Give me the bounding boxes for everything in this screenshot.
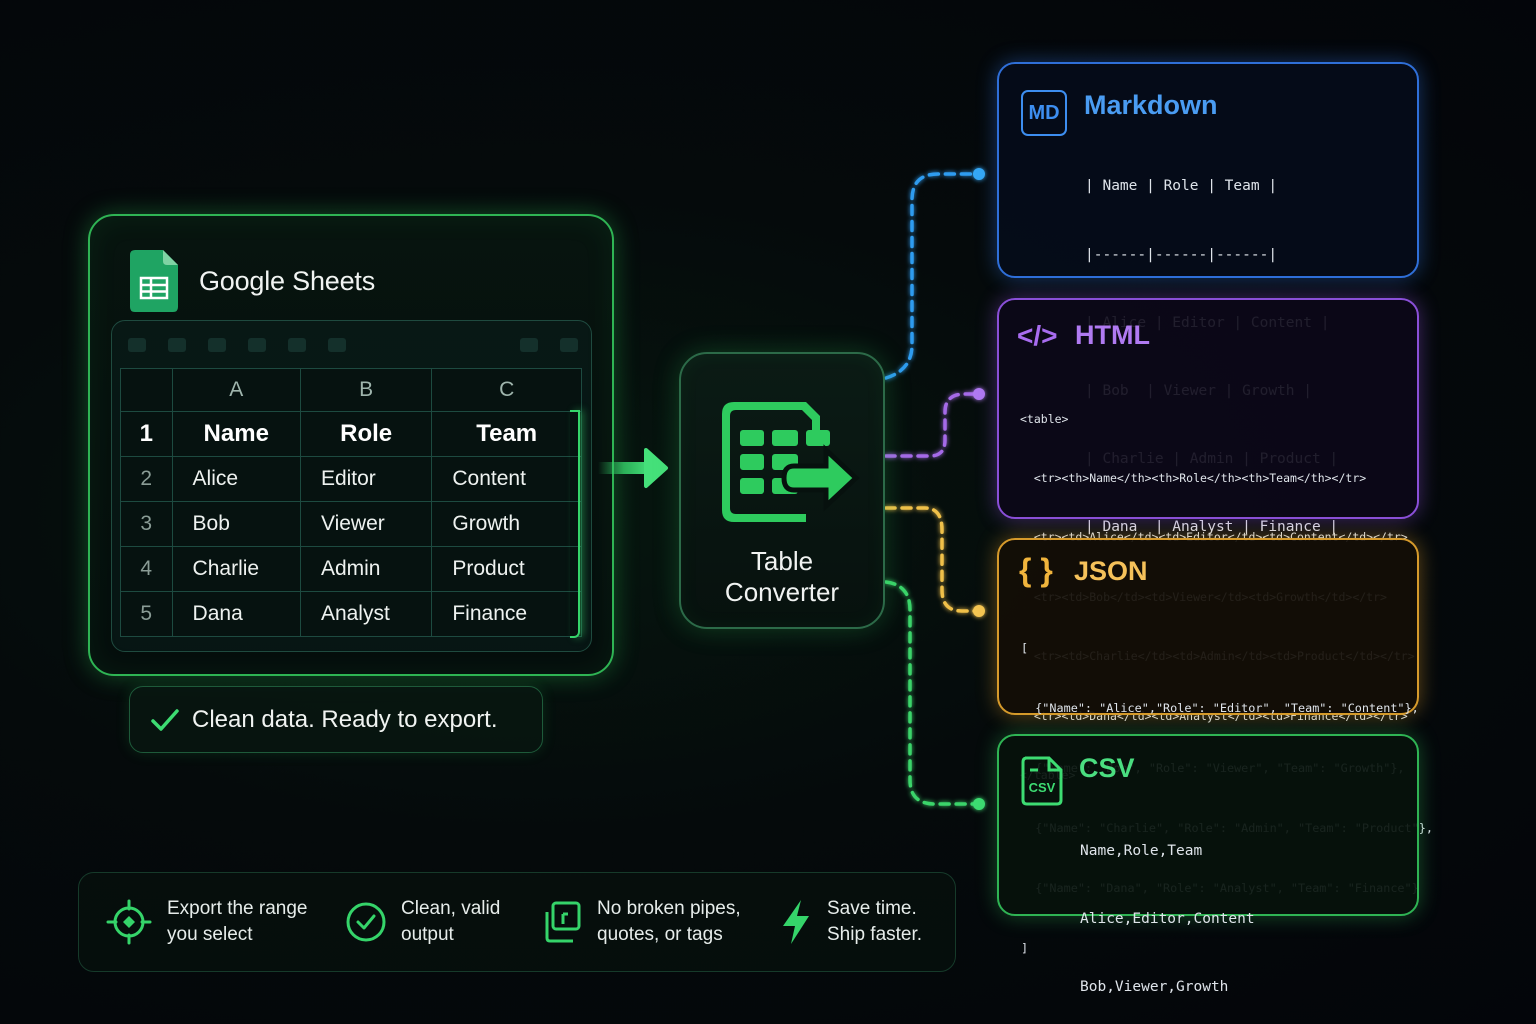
cell[interactable]: Product (431, 546, 582, 592)
connector-markdown (884, 172, 980, 380)
table-export-icon (722, 402, 860, 522)
connector-json (884, 506, 980, 613)
arrow-right-icon (598, 448, 668, 488)
cell[interactable]: Growth (431, 501, 582, 547)
lightning-icon (783, 900, 809, 944)
cell[interactable]: Dana (171, 591, 301, 637)
json-title: JSON (1074, 556, 1148, 586)
check-circle-icon (346, 902, 386, 942)
minus-icon[interactable] (560, 338, 578, 352)
html-title: HTML (1075, 320, 1150, 350)
cell[interactable]: Name (171, 411, 301, 457)
connector-csv (884, 580, 980, 806)
column-header[interactable]: B (299, 368, 433, 412)
copy-icon[interactable] (248, 338, 266, 352)
row-number[interactable]: 1 (120, 411, 173, 457)
spreadsheet-grid: A B C 1 Name Role Team 2 Alice Editor Co… (120, 368, 582, 637)
cell[interactable]: Editor (299, 456, 433, 502)
cell[interactable]: Charlie (171, 546, 301, 592)
cell[interactable]: Finance (431, 591, 582, 637)
table-row: 5 Dana Analyst Finance (120, 591, 582, 637)
row-number[interactable]: 4 (120, 546, 173, 592)
table-row: 3 Bob Viewer Growth (120, 501, 582, 547)
paint-format-icon[interactable] (208, 338, 226, 352)
row-number[interactable]: 2 (120, 456, 173, 502)
table-row: 4 Charlie Admin Product (120, 546, 582, 592)
sheets-app-title: Google Sheets (199, 266, 376, 296)
csv-title: CSV (1079, 753, 1135, 783)
cell[interactable]: Analyst (299, 591, 433, 637)
markdown-output-card[interactable]: MD Markdown | Name | Role | Team | |----… (997, 62, 1419, 535)
feature-item: Export the range you select (105, 896, 345, 948)
redo-icon[interactable] (168, 338, 186, 352)
html-output-card[interactable]: </> HTML <table> <tr><th>Name</th><th>Ro… (997, 298, 1419, 782)
target-icon (106, 899, 152, 945)
json-output-card[interactable]: { } JSON [ {"Name": "Alice","Role": "Edi… (997, 538, 1433, 955)
status-badge: Clean data. Ready to export. (129, 686, 543, 753)
column-header[interactable]: C (431, 368, 582, 412)
svg-text:CSV: CSV (1029, 780, 1056, 795)
status-text: Clean data. Ready to export. (192, 705, 498, 733)
text-format-icon[interactable] (328, 338, 346, 352)
cell[interactable]: Viewer (299, 501, 433, 547)
cell[interactable]: Team (431, 411, 582, 457)
features-bar: Export the range you select Clean, valid… (78, 872, 956, 972)
cell[interactable]: Bob (171, 501, 301, 547)
cell[interactable]: Alice (171, 456, 301, 502)
corner-cell[interactable] (120, 368, 173, 412)
connector-dot-json (973, 605, 985, 617)
selection-range-bracket[interactable] (570, 410, 580, 638)
markdown-icon: MD (1021, 90, 1067, 136)
user-icon[interactable] (520, 338, 538, 352)
undo-icon[interactable] (128, 338, 146, 352)
cell[interactable]: Role (299, 411, 433, 457)
code-brackets-icon: </> (1017, 320, 1058, 351)
connector-dot-csv (973, 798, 985, 810)
google-sheets-icon (130, 250, 178, 312)
feature-item: No broken pipes, quotes, or tags (543, 896, 779, 948)
markdown-title: Markdown (1084, 90, 1218, 120)
feature-item: Clean, valid output (345, 896, 543, 948)
csv-output-card[interactable]: CSV CSV Name,Role,Team Alice,Editor,Cont… (997, 734, 1419, 995)
feature-item: Save time. Ship faster. (779, 896, 922, 948)
csv-code: Name,Role,Team Alice,Editor,Content Bob,… (1080, 843, 1255, 995)
paste-icon[interactable] (288, 338, 306, 352)
column-header[interactable]: A (171, 368, 301, 412)
table-row: 2 Alice Editor Content (120, 456, 582, 502)
cell[interactable]: Admin (299, 546, 433, 592)
converter-label: Table Converter (724, 546, 840, 607)
row-number[interactable]: 3 (120, 501, 173, 547)
csv-file-icon: CSV (1021, 756, 1063, 806)
table-row: 1 Name Role Team (120, 411, 582, 457)
sheet-toolbar (128, 334, 578, 356)
connector-html (884, 392, 980, 458)
copy-frames-icon (545, 901, 581, 943)
curly-braces-icon: { } (1019, 552, 1053, 588)
row-number[interactable]: 5 (120, 591, 173, 637)
checkmark-icon (151, 708, 179, 731)
connector-dot-html (973, 388, 985, 400)
column-header-row: A B C (120, 368, 582, 412)
connector-dot-markdown (973, 168, 985, 180)
cell[interactable]: Content (431, 456, 582, 502)
